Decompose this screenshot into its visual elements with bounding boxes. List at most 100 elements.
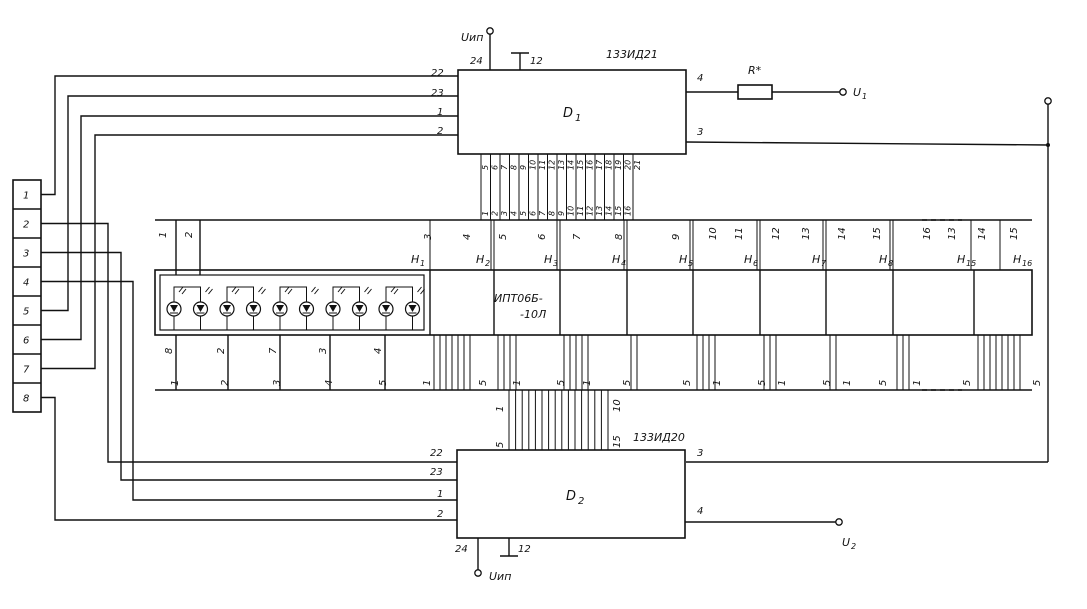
resistor-label: R* xyxy=(748,64,762,77)
lower-bus-number: 5 xyxy=(478,380,489,386)
digit-label-H5: H xyxy=(679,253,687,266)
d1-fan-number: 5 xyxy=(481,165,490,170)
upper-bus-number: 15 xyxy=(872,227,883,240)
upper-bus-number: 7 xyxy=(572,233,583,240)
d1-fan-bottom-number: 3 xyxy=(500,211,509,216)
d2-pin-23: 23 xyxy=(430,467,443,478)
digit-label-H3: H xyxy=(544,253,552,266)
d1-fan-bottom-number: 13 xyxy=(595,206,604,216)
d1-body xyxy=(457,69,687,155)
d2-input-bundle xyxy=(508,390,609,450)
emission-arrow xyxy=(314,288,319,295)
d1-pin-24: 24 xyxy=(470,56,483,67)
chip-d1: D 1 133ИД21 Uип 24 12 4 3 22 23 1 2 xyxy=(431,27,703,155)
upper-bus-number: 11 xyxy=(734,227,745,240)
u1-terminal xyxy=(839,88,847,96)
d1-fan-bottom-number: 12 xyxy=(586,206,595,216)
d1-fan-bottom-number: 4 xyxy=(510,211,519,216)
diode-icon xyxy=(408,305,417,312)
d1-fan-number: 21 xyxy=(633,160,642,170)
d2-pin-4: 4 xyxy=(697,506,703,517)
display-part-line2: -10Л xyxy=(520,308,546,321)
d1-pin-4: 4 xyxy=(697,73,703,84)
connector-pin-1: 1 xyxy=(23,191,29,202)
d1-pin-22: 22 xyxy=(431,68,444,79)
d1-pin-3: 3 xyxy=(697,127,703,138)
connector-pin-2: 2 xyxy=(23,220,29,231)
wire-to-d2 xyxy=(41,222,457,463)
emission-arrow xyxy=(258,286,263,293)
d1-fan-number: 17 xyxy=(595,159,604,170)
d1-fan-bottom-number: 11 xyxy=(576,206,585,216)
digit-label-sub: 5 xyxy=(688,259,693,268)
lower-bus-number: 5 xyxy=(1032,380,1043,386)
u1-sub: 1 xyxy=(862,92,867,101)
resistor-r: R* U 1 xyxy=(686,64,867,101)
emission-arrow xyxy=(261,288,266,295)
digit-label-H7: H xyxy=(812,253,820,266)
d1-fan-bottom-number: 9 xyxy=(557,211,566,216)
wire-to-d2 xyxy=(41,251,457,481)
connector-wires xyxy=(41,75,458,521)
u2-label: U xyxy=(842,536,850,549)
upper-bus-number: 13 xyxy=(947,227,958,240)
digit-label-H1: H xyxy=(411,253,419,266)
lower-bus-number: 1 xyxy=(170,380,181,386)
led-pin-label: 7 xyxy=(268,347,279,354)
led-pair-wire xyxy=(173,286,201,302)
lower-bus-number: 4 xyxy=(324,380,335,386)
d2-top-1: 1 xyxy=(495,406,506,412)
digit-label-H2: H xyxy=(476,253,484,266)
d2-body xyxy=(456,449,686,539)
d1-fan-number: 8 xyxy=(510,165,519,170)
digit-label-sub: 2 xyxy=(485,259,490,268)
connector-pin-7: 7 xyxy=(23,365,30,376)
led-pin-label: 4 xyxy=(373,348,384,354)
emission-arrow xyxy=(340,288,346,295)
d1-fan-number: 18 xyxy=(605,160,614,170)
u2-sub: 2 xyxy=(851,542,856,551)
upper-supply-label: Uип xyxy=(461,31,483,44)
upper-bus-number: 14 xyxy=(977,227,988,240)
d1-part: 133ИД21 xyxy=(606,48,658,61)
lower-bus-number: 1 xyxy=(512,380,523,386)
led-pair-wire xyxy=(385,286,413,302)
d1-fan-number: 19 xyxy=(614,160,623,170)
upper-bus-number: 15 xyxy=(1009,227,1020,240)
upper-bus-number: 13 xyxy=(801,227,812,240)
d2-pin-3: 3 xyxy=(697,448,703,459)
d1-fan-number: 13 xyxy=(557,160,566,170)
digit-label-sub: 6 xyxy=(753,259,758,268)
d1-pin-2: 2 xyxy=(437,126,443,137)
d2-name-sub: 2 xyxy=(578,496,584,507)
d2-pin-2: 2 xyxy=(437,509,443,520)
emission-arrow xyxy=(420,288,425,295)
d1-fan-number: 9 xyxy=(519,165,528,170)
lower-bus-number: 2 xyxy=(220,380,231,386)
diode-icon xyxy=(196,305,205,312)
d1-fan-bottom-number: 6 xyxy=(529,211,538,216)
led-pin-label: 2 xyxy=(216,348,227,354)
emission-arrow xyxy=(208,288,213,295)
lower-bus-number: 1 xyxy=(422,380,433,386)
wire-to-d2 xyxy=(41,396,457,521)
digit-label-H8: H xyxy=(879,253,887,266)
d1-fan-number: 6 xyxy=(491,165,500,170)
emission-arrow xyxy=(205,286,210,293)
d1-fan-number: 12 xyxy=(548,160,557,170)
upper-bus-number: 14 xyxy=(837,227,848,240)
digit-label-sub: 7 xyxy=(821,259,827,268)
emission-arrow xyxy=(284,286,290,293)
d1-fan-bottom-number: 1 xyxy=(481,211,490,216)
d2-top-15: 15 xyxy=(612,435,623,448)
d2-pin-24: 24 xyxy=(455,544,468,555)
digit-label-sub: 16 xyxy=(1022,259,1032,268)
connector-pin-6: 6 xyxy=(23,336,29,347)
led-pair-wire xyxy=(332,286,360,302)
lower-bus-number: 1 xyxy=(777,380,788,386)
